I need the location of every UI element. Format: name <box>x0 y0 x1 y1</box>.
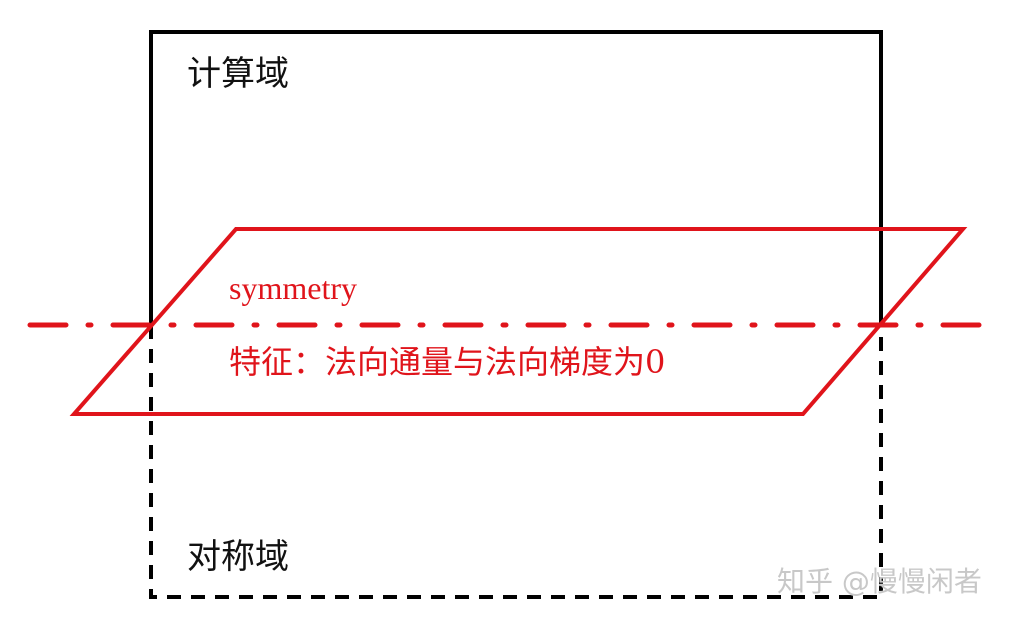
symmetry-domain-label: 对称域 <box>187 537 289 577</box>
symmetry-domain-box <box>149 325 883 599</box>
symmetry-plane-label: symmetry <box>229 270 357 306</box>
symmetry-feature-text: 特征：法向通量与法向梯度为0 <box>229 343 666 381</box>
computation-domain-box <box>149 30 883 325</box>
watermark: 知乎 @慢慢闲者 <box>777 565 982 598</box>
symmetry-plane <box>69 227 968 416</box>
computation-domain-label: 计算域 <box>187 54 289 94</box>
